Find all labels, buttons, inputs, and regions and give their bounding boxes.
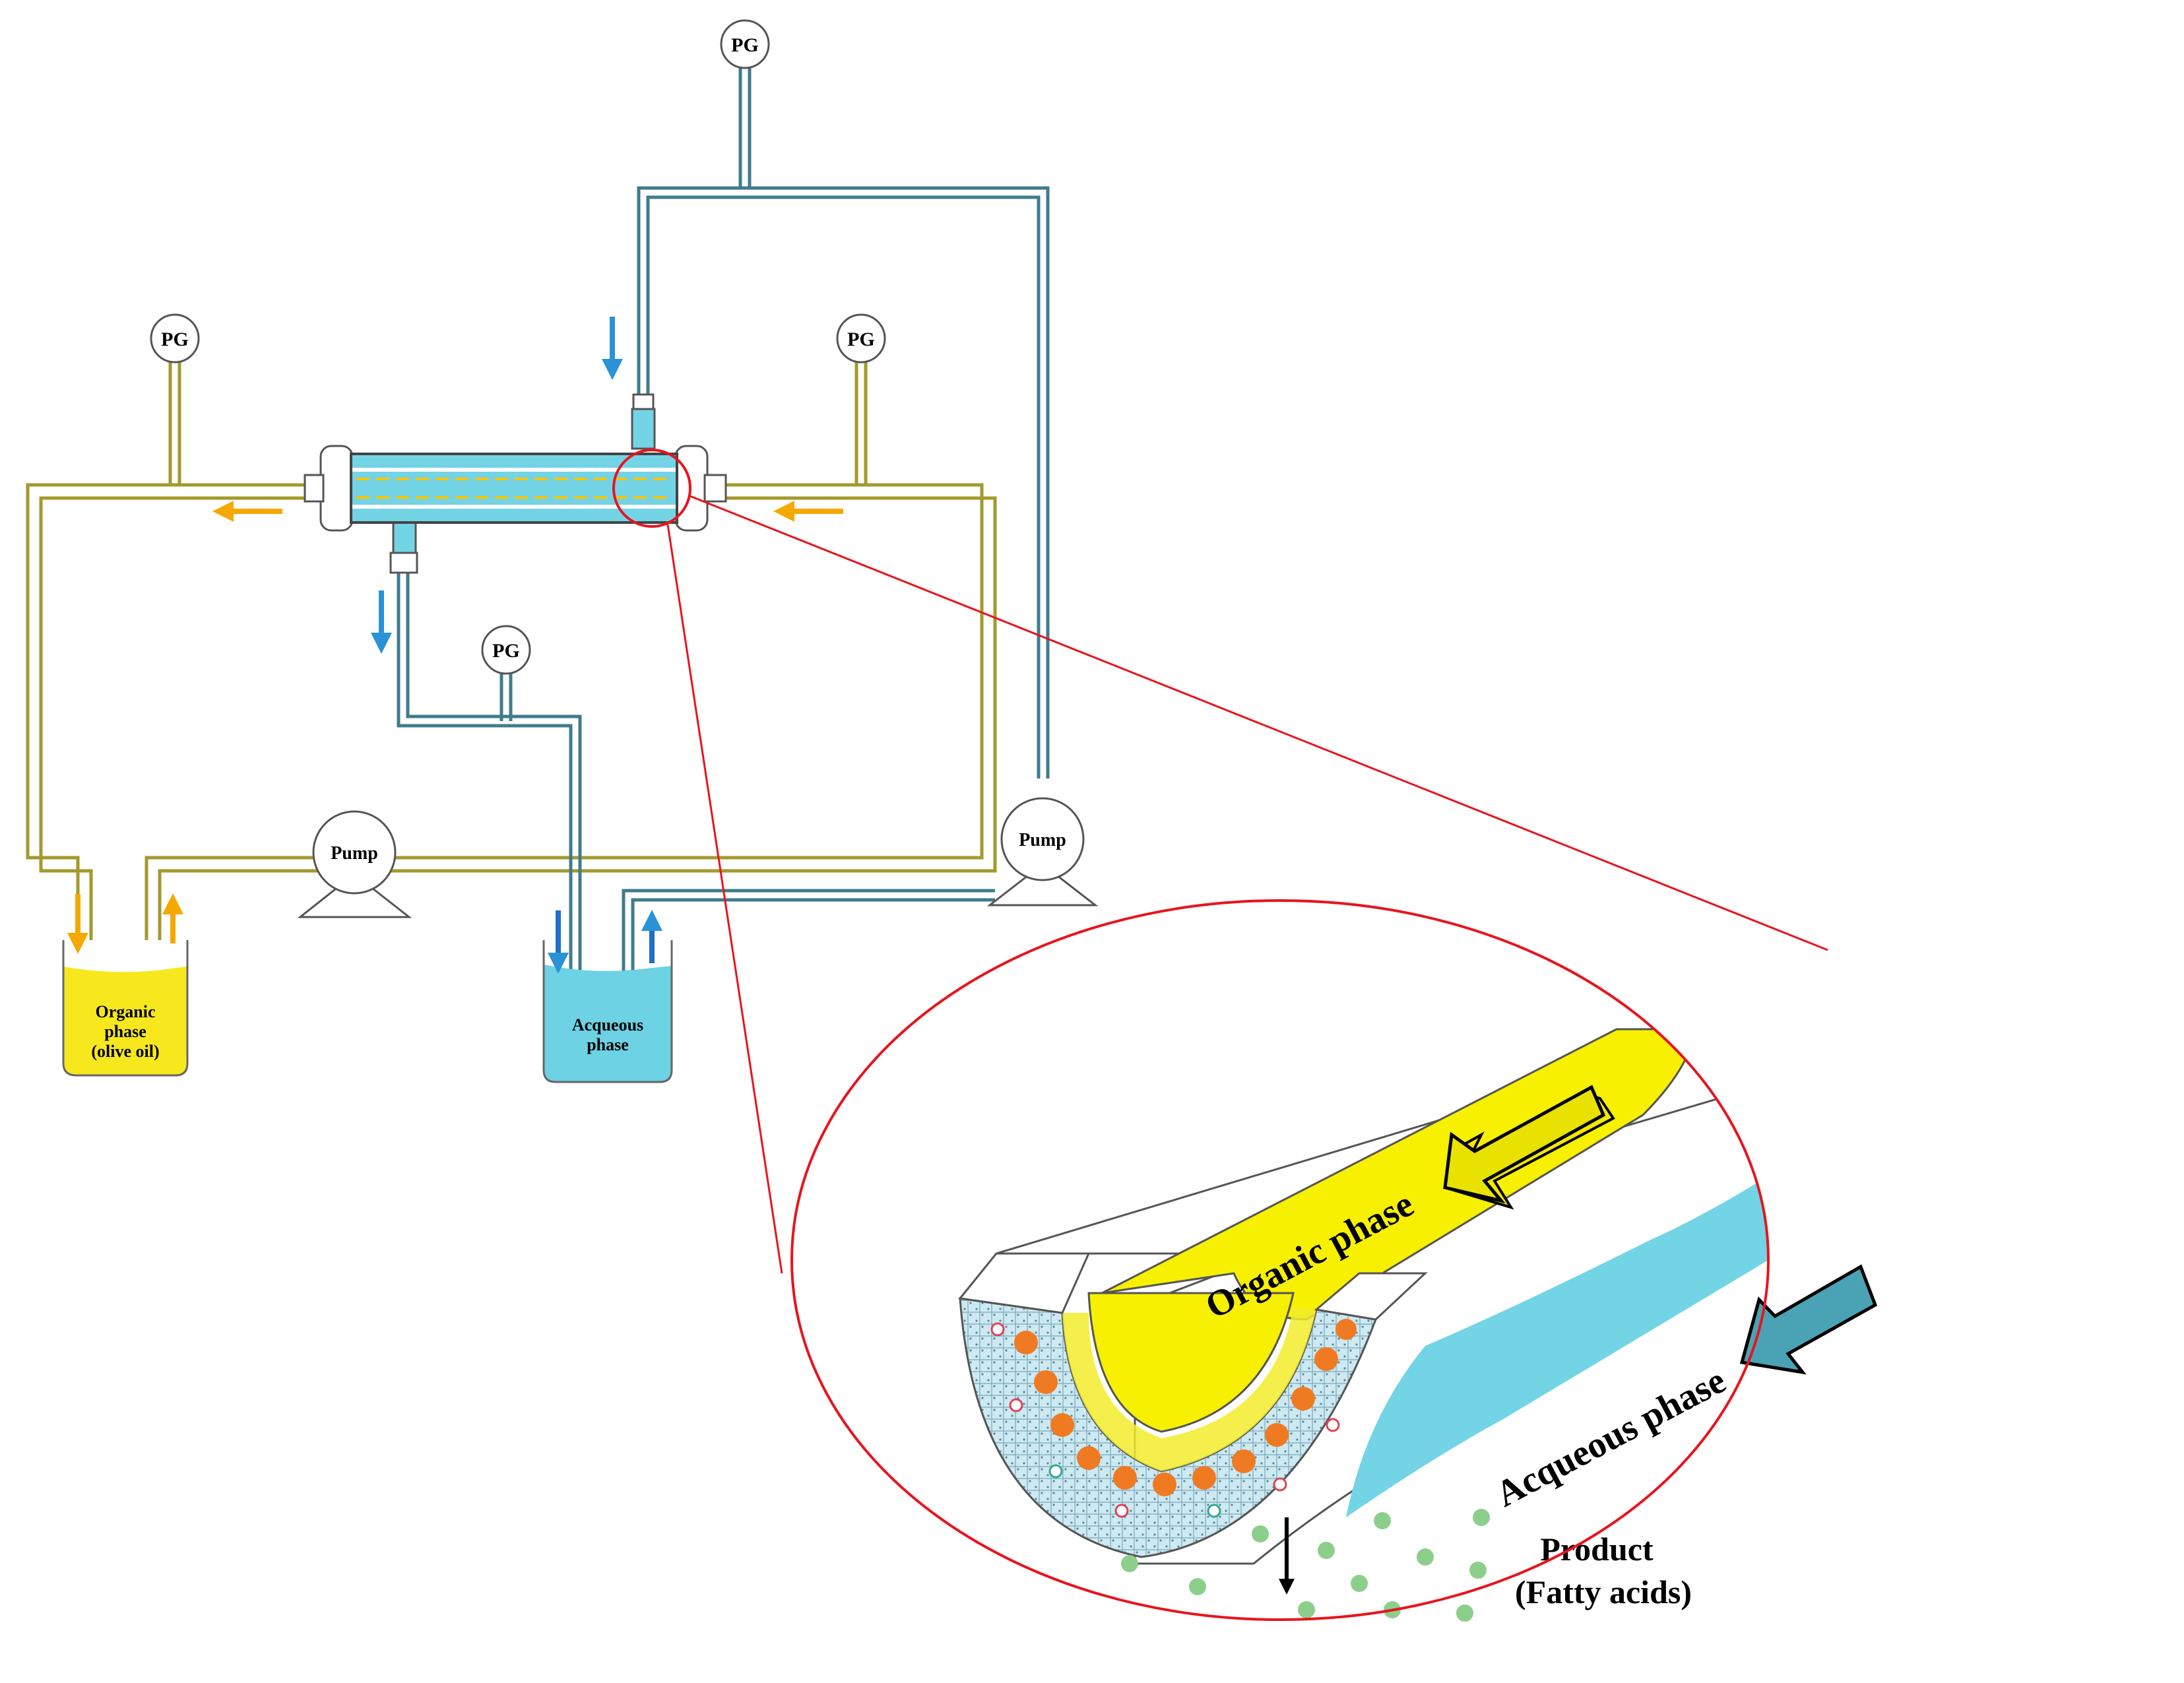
pump-left: Pump <box>297 810 412 918</box>
product-label: Product <box>1540 1531 1654 1568</box>
svg-text:PG: PG <box>492 640 520 662</box>
svg-text:phase: phase <box>587 1035 629 1054</box>
pump-right: Pump <box>986 797 1099 906</box>
pressure-gauge-middle: PG <box>481 625 531 675</box>
zoom-detail: Organic phase Acqueous phase Product (Fa… <box>790 899 1878 1622</box>
flow-arrows <box>67 317 843 974</box>
svg-text:phase: phase <box>104 1022 146 1041</box>
aqueous-circuit <box>397 66 1050 996</box>
pressure-gauge-top: PG <box>720 19 770 69</box>
zoom-indicator <box>612 449 691 528</box>
svg-text:Organic: Organic <box>96 1002 156 1021</box>
aqueous-flow-arrow <box>1739 1264 1878 1375</box>
membrane-module <box>304 393 727 574</box>
zoom-lines <box>666 495 1828 1274</box>
svg-text:Pump: Pump <box>331 843 378 864</box>
enzyme-particles <box>990 1319 1357 1518</box>
aqueous-phase-beaker: Acqueous phase <box>542 940 673 1083</box>
product-particles <box>1121 1509 1490 1622</box>
organic-phase-beaker: Organic phase (olive oil) <box>62 940 189 1077</box>
product-sublabel: (Fatty acids) <box>1515 1573 1692 1610</box>
svg-text:PG: PG <box>731 34 759 56</box>
pressure-gauge-left: PG <box>150 313 200 364</box>
organic-circuit <box>26 350 997 940</box>
svg-text:PG: PG <box>161 329 189 350</box>
svg-text:Acqueous: Acqueous <box>572 1015 643 1034</box>
svg-text:(olive oil): (olive oil) <box>91 1042 159 1061</box>
svg-text:Pump: Pump <box>1019 830 1066 850</box>
svg-text:PG: PG <box>847 329 875 350</box>
organic-flow-arrow <box>1443 1085 1615 1210</box>
pressure-gauge-right: PG <box>836 313 886 364</box>
